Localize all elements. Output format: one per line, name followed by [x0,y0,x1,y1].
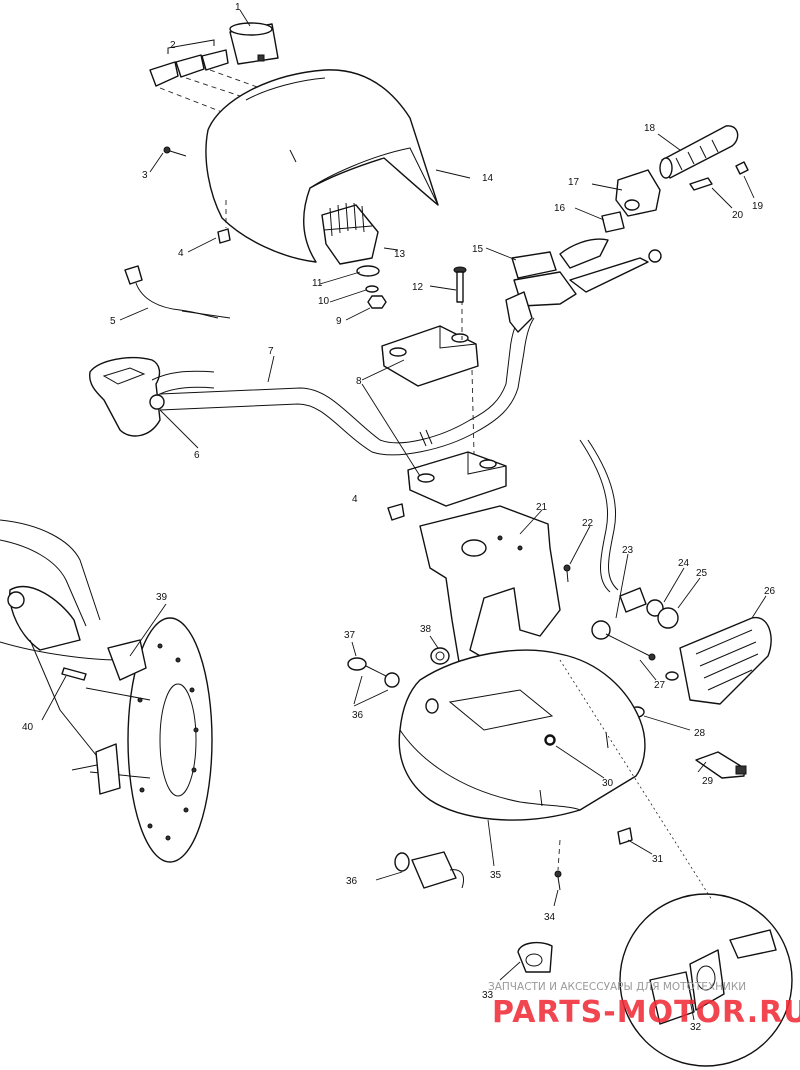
part-30-nut [545,735,555,745]
part-4-clip-upper [217,200,231,244]
part-37-knob [347,657,400,688]
callout-17: 17 [568,177,580,188]
callout-14: 14 [482,173,494,184]
callout-36-switch: 36 [346,876,358,887]
callout-25: 25 [696,568,708,579]
part-5-sensor [124,265,231,319]
callout-32: 32 [690,1022,702,1033]
callout-40: 40 [22,722,34,733]
callout-31: 31 [652,854,664,865]
parts-16-20-grip [601,125,749,233]
callout-4-lower: 4 [352,494,358,505]
part-36-switch [394,851,464,889]
part-33-clamp [517,941,553,973]
part-13-connector [321,202,379,265]
part-8-clamps [381,300,507,507]
callout-13: 13 [394,249,406,260]
callout-5: 5 [110,316,116,327]
part-22-screw [563,564,571,583]
callout-29: 29 [702,776,714,787]
callout-28: 28 [694,728,706,739]
callout-38: 38 [420,624,432,635]
callout-37: 37 [344,630,356,641]
callout-36-knob-group: 36 [352,710,364,721]
callout-34: 34 [544,912,556,923]
callout-18: 18 [644,123,656,134]
leader-lines [41,9,767,1021]
part-29-socket [695,751,747,779]
callout-20: 20 [732,210,744,221]
parts-9-10-11-hardware [356,265,387,309]
part-3-screw [163,146,187,157]
callout-6: 6 [194,450,200,461]
callout-21: 21 [536,502,548,513]
callout-33: 33 [482,990,494,1001]
part-21-bracket [387,503,561,677]
part-39-brake-disc [0,519,213,863]
callout-9: 9 [336,316,342,327]
callout-22: 22 [582,518,594,529]
callout-23: 23 [622,545,634,556]
callout-7: 7 [268,346,274,357]
callout-8: 8 [356,376,362,387]
callout-16: 16 [554,203,566,214]
callout-10: 10 [318,296,330,307]
part-6-speedometer [89,357,215,437]
part-1-cap [229,22,279,65]
callout-15: 15 [472,244,484,255]
callout-11: 11 [312,278,323,289]
callout-2: 2 [170,40,176,51]
part-12-bolt [453,266,467,303]
callout-4: 4 [178,248,184,259]
part-7-handlebar [159,309,535,456]
callout-26: 26 [764,586,776,597]
part-15-master-cylinder [505,238,662,333]
part-34-screw [554,839,562,891]
watermark: ЗАПЧАСТИ И АКСЕССУАРЫ ДЛЯ МОТОТЕХНИКИ PA… [488,981,800,1030]
part-14-pod-cover [205,69,439,263]
part-32-detail-inset [559,659,793,1067]
parts-23-27-adjuster [579,439,679,661]
callout-35: 35 [490,870,502,881]
part-2-clips [149,39,261,113]
callout-12: 12 [412,282,424,293]
callout-1: 1 [235,2,241,13]
watermark-caption: ЗАПЧАСТИ И АКСЕССУАРЫ ДЛЯ МОТОТЕХНИКИ [488,981,746,993]
callout-27: 27 [654,680,666,691]
part-35-lower-cowl [398,649,646,821]
part-40-bolt [61,667,87,681]
part-26-headlight [665,616,772,705]
watermark-logo: PARTS-MOTOR.RU [492,995,800,1030]
callout-24: 24 [678,558,690,569]
part-38-bezel [430,647,450,665]
callout-3: 3 [142,170,148,181]
callout-30: 30 [602,778,614,789]
callout-19: 19 [752,201,764,212]
callout-39: 39 [156,592,168,603]
